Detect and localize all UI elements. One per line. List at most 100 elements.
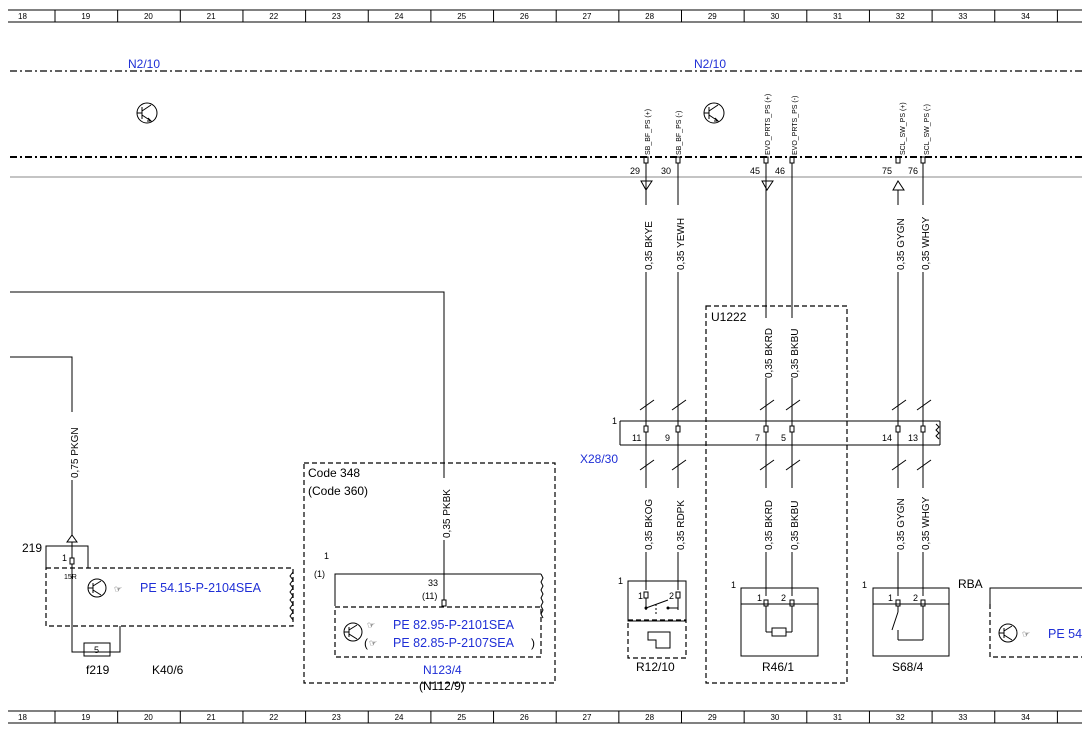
s68-component <box>872 587 950 657</box>
ref-219: 219 <box>22 541 42 555</box>
n123-link-2[interactable]: PE 82.85-P-2107SEA <box>393 636 515 650</box>
grid-column-number: 27 <box>583 12 592 21</box>
pin-number: 46 <box>775 166 785 176</box>
wire-label: 0,35 BKOG <box>644 499 655 550</box>
grid-column-number: 20 <box>144 12 153 21</box>
wire-label: 0,35 PKBK <box>442 489 453 538</box>
signal-label: SB_BF_PS (-) <box>676 111 683 155</box>
pin-number: 2 <box>669 591 674 601</box>
signal-label: SCL_SW_PS (+) <box>900 102 907 155</box>
n123-link-1[interactable]: PE 82.95-P-2101SEA <box>393 618 515 632</box>
s68-label[interactable]: S68/4 <box>892 660 924 674</box>
transistor-icon <box>998 623 1018 643</box>
grid-column-number: 21 <box>207 713 216 722</box>
pin-number: 1 <box>757 593 762 603</box>
grid-column-number: 27 <box>583 713 592 722</box>
wires-lower <box>645 470 924 596</box>
pin-number: 7 <box>755 433 760 443</box>
grid-column-number: 18 <box>18 12 27 21</box>
pin-number: 30 <box>661 166 671 176</box>
grid-column-number: 23 <box>332 12 341 21</box>
wire-label: 0,35 WHGY <box>921 216 932 270</box>
grid-column-number: 34 <box>1021 12 1030 21</box>
x28-ref-number: 1 <box>612 416 617 426</box>
transistor-icon <box>136 102 158 124</box>
code-label: Code 348 <box>308 466 360 480</box>
wire-label: 0,35 BKBU <box>790 329 801 378</box>
pin-number-alt: (11) <box>422 591 437 601</box>
grid-column-number: 32 <box>896 12 905 21</box>
resistor-icon <box>771 627 787 637</box>
grid-column-number: 30 <box>770 713 779 722</box>
r46-ref: 1 <box>731 580 736 590</box>
grid-column-number: 32 <box>896 713 905 722</box>
n123-ref-alt: (1) <box>314 569 325 579</box>
grid-column-number: 31 <box>833 12 842 21</box>
grid-column-number: 22 <box>269 12 278 21</box>
grid-column-number: 25 <box>457 12 466 21</box>
rba-link[interactable]: PE 54 <box>1048 627 1082 641</box>
pin-label: 15R <box>64 574 77 581</box>
transistor-icon <box>87 578 107 598</box>
k40-component <box>45 564 294 657</box>
grid-column-number: 21 <box>207 12 216 21</box>
grid-column-number: 19 <box>81 713 90 722</box>
n123-boundary <box>303 462 556 684</box>
pin-number: 76 <box>908 166 918 176</box>
k40-link[interactable]: PE 54.15-P-2104SEA <box>140 581 262 595</box>
wire-label: 0,35 WHGY <box>921 496 932 550</box>
wire-label: 0,35 BKYE <box>644 221 655 270</box>
r46-label[interactable]: R46/1 <box>762 660 794 674</box>
wires-upper <box>645 163 924 410</box>
pin-number: 1 <box>638 591 643 601</box>
k40-label[interactable]: K40/6 <box>152 663 184 677</box>
s68-ref: 1 <box>862 580 867 590</box>
x28-connector <box>619 399 941 471</box>
grid-column-number: 25 <box>457 713 466 722</box>
pin-number: 75 <box>882 166 892 176</box>
n123-label[interactable]: N123/4 <box>423 663 462 677</box>
signal-label: SB_BF_PS (+) <box>645 109 652 155</box>
pin-number: 1 <box>888 593 893 603</box>
fuse-number: 5 <box>94 645 99 655</box>
grid-column-number: 19 <box>81 12 90 21</box>
arrow-up-icon <box>66 534 78 543</box>
grid-column-number: 29 <box>708 12 717 21</box>
signal-label: EVO_PRTS_PS (-) <box>792 96 799 155</box>
module-label-right[interactable]: N2/10 <box>694 57 726 71</box>
wire-pkgn <box>10 356 73 412</box>
pin-number: 45 <box>750 166 760 176</box>
grid-column-number: 24 <box>395 713 404 722</box>
wire-label: 0,35 BKBU <box>790 501 801 550</box>
pin-number: 2 <box>913 593 918 603</box>
wire-label: 0,35 BKRD <box>764 500 775 550</box>
pin-number: 1 <box>62 553 67 563</box>
module-label-left[interactable]: N2/10 <box>128 57 160 71</box>
u1222-label: U1222 <box>711 310 747 324</box>
arrow-up-icon <box>892 180 905 191</box>
n123-ref: 1 <box>324 551 329 561</box>
grid-column-number: 34 <box>1021 713 1030 722</box>
paren-open: ( <box>364 636 368 650</box>
transistor-icon <box>343 622 363 642</box>
wire-label: 0,35 GYGN <box>896 218 907 270</box>
x28-label[interactable]: X28/30 <box>580 452 618 466</box>
wire-label: 0,35 YEWH <box>676 218 687 270</box>
pin-number: 9 <box>665 433 670 443</box>
grid-column-number: 28 <box>645 12 654 21</box>
r12-label[interactable]: R12/10 <box>636 660 675 674</box>
wire-label: 0,75 PKGN <box>70 427 81 478</box>
grid-column-number: 33 <box>958 713 967 722</box>
grid-column-number: 30 <box>770 12 779 21</box>
hand-pointer-icon: ☞ <box>114 584 122 594</box>
grid-column-number: 26 <box>520 12 529 21</box>
n123-label-alt: (N112/9) <box>419 679 465 693</box>
pin-number: 11 <box>632 433 641 443</box>
wire-label: 0,35 RDPK <box>676 500 687 550</box>
fuse-label[interactable]: f219 <box>86 663 110 677</box>
wire-pkbk <box>10 291 445 478</box>
wire-label: 0,35 GYGN <box>896 498 907 550</box>
arrow-down-icon <box>761 180 774 191</box>
